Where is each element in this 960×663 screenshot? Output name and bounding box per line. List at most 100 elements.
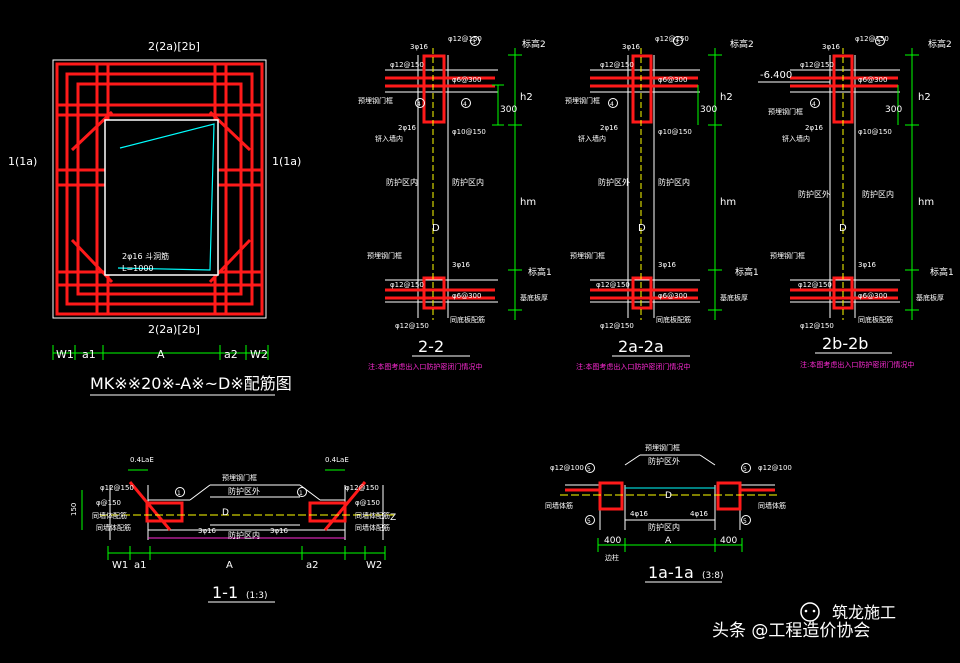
floor-label: 同底板配筋 — [450, 315, 485, 324]
stirrup-label-2: φ6@300 — [658, 76, 687, 84]
embed-frame-label: 预埋钢门框 — [565, 96, 600, 105]
bottom-stirrup-3: φ12@150 — [600, 322, 634, 330]
ring-marker-3: 3 — [877, 39, 881, 46]
lower-bars-label: 2φ16 — [600, 124, 619, 132]
wall-left-2: 同墙体配筋 — [96, 523, 131, 532]
ring-marker-4: 4 — [610, 101, 614, 108]
lower-bars-label: 2φ16 — [398, 124, 417, 132]
anchor-label: 钘入墙内 — [782, 134, 810, 143]
section-1a-1a: 5 5 5 5 φ12@100 φ12@100 预埋钢门框 防护区外 防护区内 … — [545, 443, 792, 583]
dim-300: 300 — [500, 105, 517, 115]
bottom-stirrup-1: φ12@150 — [798, 281, 832, 289]
lower-bars-label: 2φ16 — [805, 124, 824, 132]
section-note: 注:本图考虑出入口防护密闭门情况中 — [576, 362, 690, 371]
level-bottom: 标高1 — [735, 266, 759, 278]
note-rebar-1: 2φ16 斗洞筋 — [122, 251, 169, 261]
dim-h2: h2 — [918, 92, 931, 103]
base-thickness: 基底板厚 — [720, 293, 748, 302]
bars-top-label: 3φ16 — [410, 43, 429, 51]
section-note: 注:本图考虑出入口防护密闭门情况中 — [800, 360, 914, 369]
ring-marker-3: 3 — [472, 39, 476, 46]
stirrup-label-2: φ6@300 — [452, 76, 481, 84]
zone-out: 防护区外 — [648, 456, 680, 466]
section-title: 1a-1a — [648, 563, 694, 582]
height-label: 150 — [70, 503, 78, 516]
mid-stirrup-label: φ10@150 — [858, 128, 892, 136]
stirrup-label-1: φ12@150 — [390, 61, 424, 69]
bars-3-right: 3φ16 — [270, 527, 289, 535]
section-2b-2b: 3 4 φ12@150 -6.400 3φ16 φ12@150 φ6@300 预… — [758, 35, 954, 369]
dim-h2: h2 — [520, 92, 533, 103]
dim-d: D — [665, 491, 672, 501]
dim-h2: h2 — [720, 92, 733, 103]
section-1-1: 0.4LaE 0.4LaE φ12@150 φ12@150 φ@150 φ@15… — [70, 456, 396, 603]
level-top: 标高2 — [730, 38, 754, 50]
dim-a1: a1 — [134, 560, 147, 571]
section-2-2: 3 4 4 φ12@150 3φ16 φ12@150 φ6@300 预埋钢门框 … — [358, 35, 552, 371]
lae-right: 0.4LaE — [325, 456, 349, 464]
dim-a1: a1 — [82, 348, 96, 361]
bars-left: φ12@100 — [550, 464, 584, 472]
bottom-bars-label: 3φ16 — [452, 261, 471, 269]
dim-left: 400 — [604, 536, 621, 546]
section-scale: (1:3) — [246, 591, 268, 601]
watermark-source: 头条 @工程造价协会 — [712, 621, 870, 641]
zone-label-right: 防护区内 — [862, 189, 894, 199]
watermark: 头条 @工程造价协会 筑龙施工 — [712, 602, 896, 641]
zone-in: 防护区内 — [228, 530, 260, 540]
bottom-stirrup-1: φ12@150 — [390, 281, 424, 289]
section-scale: (3:8) — [702, 571, 724, 581]
ring-right-top: 5 — [743, 466, 747, 473]
stirrup-right: φ@150 — [355, 499, 380, 507]
ring-left: 1 — [177, 490, 181, 497]
lae-left: 0.4LaE — [130, 456, 154, 464]
embed-frame-label-2: 预埋钢门框 — [770, 251, 805, 260]
frame-label: 预埋钢门框 — [222, 473, 257, 482]
wechat-icon — [800, 602, 820, 622]
dim-300: 300 — [700, 105, 717, 115]
dim-a: A — [665, 536, 672, 546]
bottom-stirrup-3: φ12@150 — [395, 322, 429, 330]
section-note: 注:本图考虑出入口防护密闭门情况中 — [368, 362, 482, 371]
stirrup-label-2: φ6@300 — [858, 76, 887, 84]
ring-left-bottom: 5 — [587, 518, 591, 525]
ring-right-bottom: 5 — [743, 518, 747, 525]
bars-left: φ12@150 — [100, 484, 134, 492]
dim-a2: a2 — [306, 560, 319, 571]
mid-stirrup-label: φ10@150 — [452, 128, 486, 136]
ring-marker-4b: 4 — [463, 101, 467, 108]
dim-300: 300 — [885, 105, 902, 115]
edge-label: 边柱 — [605, 553, 619, 562]
base-thickness: 基底板厚 — [916, 293, 944, 302]
ring-right: 1 — [299, 490, 303, 497]
bottom-stirrup-2: φ6@300 — [858, 292, 887, 300]
mid-stirrup-label: φ10@150 — [658, 128, 692, 136]
dim-a2: a2 — [224, 348, 238, 361]
zone-label-left: 防护区外 — [598, 177, 630, 187]
dim-w1: W1 — [56, 348, 74, 361]
bottom-bars-label: 3φ16 — [658, 261, 677, 269]
rebar-top-label: φ12@150 — [655, 35, 689, 43]
anchor-label: 钘入墙内 — [375, 134, 403, 143]
note-rebar-2: L=1000 — [122, 264, 154, 273]
embed-frame-label: 预埋钢门框 — [358, 96, 393, 105]
section-title: 2b-2b — [822, 334, 868, 353]
watermark-brand: 筑龙施工 — [832, 603, 896, 622]
bars-right: φ12@100 — [758, 464, 792, 472]
ring-marker-4a: 4 — [417, 101, 421, 108]
bottom-stirrup-1: φ12@150 — [596, 281, 630, 289]
z-label: Z — [390, 513, 396, 523]
section-marker-bottom: 2(2a)[2b] — [148, 323, 200, 336]
dim-a: A — [157, 348, 165, 361]
ring-left-top: 5 — [587, 466, 591, 473]
embed-frame-label: 预埋钢门框 — [768, 107, 803, 116]
section-title: 1-1 — [212, 583, 238, 602]
zone-label-right: 防护区内 — [452, 177, 484, 187]
bars-mid-right: 4φ16 — [690, 510, 709, 518]
stirrup-left: φ@150 — [96, 499, 121, 507]
dim-w2: W2 — [250, 348, 268, 361]
rebar-top-label: φ12@150 — [855, 35, 889, 43]
dim-w1: W1 — [112, 560, 128, 571]
